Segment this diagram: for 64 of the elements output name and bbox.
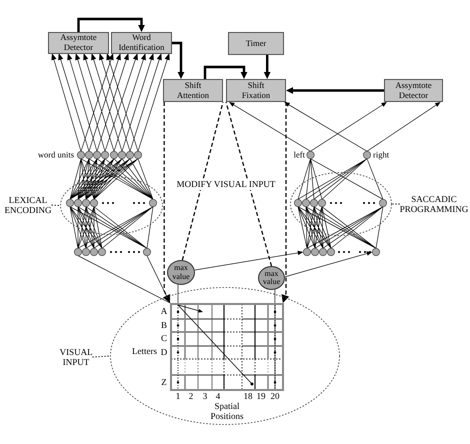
neuron-unit <box>362 150 372 160</box>
row-label: A <box>160 307 168 317</box>
value-ellipse: max value <box>258 266 285 290</box>
value-ellipse: max value <box>167 260 195 285</box>
column-label: 3 <box>202 392 208 402</box>
region-outline <box>110 287 340 425</box>
letter-grid <box>170 303 284 391</box>
dashed-line <box>182 102 224 260</box>
neuron-unit <box>306 150 315 160</box>
annotation-text: MODIFY VISUAL INPUT <box>176 180 276 190</box>
arrow <box>310 102 387 152</box>
neuron-row <box>65 198 158 208</box>
process-box: Shift Attention <box>163 79 223 102</box>
flow-arrow <box>286 87 384 94</box>
row-label: Z <box>161 378 167 388</box>
unit-label: right <box>373 150 390 160</box>
arrow <box>366 102 441 152</box>
flow-arrow <box>204 66 248 79</box>
arrow <box>229 102 311 152</box>
neuron-row <box>76 150 143 160</box>
connection-fan <box>70 158 154 200</box>
row-label: C <box>161 334 167 344</box>
dashed-line <box>225 102 272 266</box>
process-box: Word Identification <box>111 32 172 54</box>
column-label: 4 <box>216 392 220 402</box>
dashed-arrow <box>162 102 170 303</box>
process-box: Assymtote Detector <box>48 32 109 54</box>
row-label: B <box>161 320 167 330</box>
dashed-arrow <box>281 102 290 303</box>
connection-fan <box>298 206 384 249</box>
flow-arrow <box>264 55 271 79</box>
neuron-row <box>293 198 388 208</box>
arrow <box>194 250 304 270</box>
process-box: Timer <box>228 32 284 55</box>
axis-title: Spatial Positions <box>210 402 244 422</box>
process-box: Assymtote Detector <box>384 79 443 102</box>
row-label: D <box>160 348 168 358</box>
module-label: LEXICAL ENCODING <box>4 195 52 216</box>
neuron-row <box>73 247 152 257</box>
arrow <box>284 102 368 152</box>
leader-line <box>51 204 60 206</box>
connector-line <box>78 255 170 304</box>
region-outline <box>60 176 163 235</box>
module-label: SACCADIC PROGRAMMING <box>400 194 468 214</box>
unit-label: left <box>294 150 305 160</box>
connector-line <box>274 289 276 304</box>
module-label: VISUAL INPUT <box>60 347 92 368</box>
neuron-row <box>302 247 381 257</box>
connection-fan <box>298 158 384 200</box>
column-label: 1 <box>176 392 180 402</box>
connection-fan <box>70 206 154 249</box>
flow-arrow <box>77 18 145 32</box>
column-label: 18 <box>244 392 252 402</box>
axis-title: Letters <box>132 347 157 357</box>
column-label: 19 <box>256 392 266 402</box>
unit-label: word units <box>38 150 74 160</box>
column-label: 2 <box>188 392 194 402</box>
connection-lattice <box>51 54 170 152</box>
process-box: Shift Fixation <box>226 79 286 102</box>
arrow <box>284 251 372 278</box>
leader-line <box>92 356 110 358</box>
region-outline <box>290 172 392 236</box>
column-label: 20 <box>270 392 280 402</box>
flow-arrow <box>172 42 184 79</box>
